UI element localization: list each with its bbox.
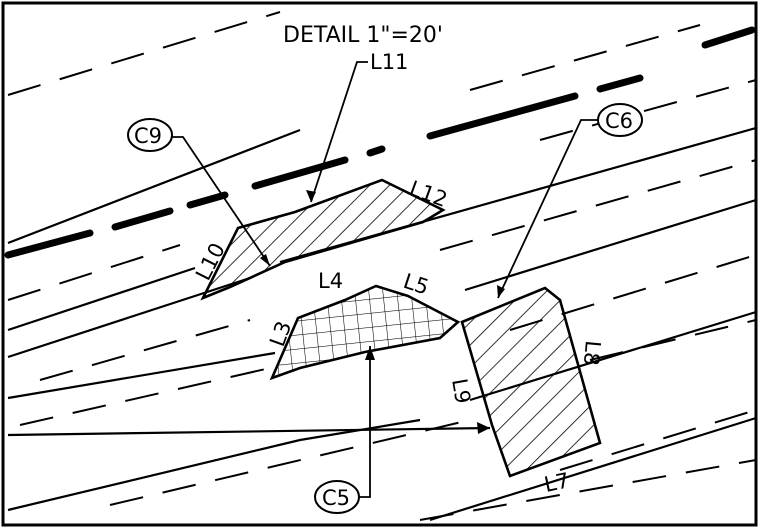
parcel-c9 [200, 178, 446, 301]
heavy-dashed-line [4, 26, 756, 259]
parcel-c5 [269, 284, 461, 381]
callout-c5-text: C5 [322, 486, 350, 510]
label-l9: L9 [447, 377, 475, 406]
callout-c6: C6 [497, 103, 643, 299]
label-l11: L11 [370, 50, 408, 74]
callout-c5: C5 [314, 346, 375, 514]
parcel-c6 [460, 286, 602, 478]
callout-c6-text: C6 [605, 109, 633, 133]
l11-leader [310, 61, 368, 203]
detail-title: DETAIL 1"=20' [283, 23, 443, 48]
label-l7: L7 [542, 468, 572, 497]
boundary-lines [7, 126, 757, 522]
callout-c9: C9 [127, 118, 271, 267]
label-l8: L8 [579, 340, 605, 367]
callout-c9-text: C9 [134, 124, 162, 148]
label-l4: L4 [318, 269, 343, 293]
light-dashed-lines [7, 11, 757, 521]
arrowhead [477, 422, 490, 434]
